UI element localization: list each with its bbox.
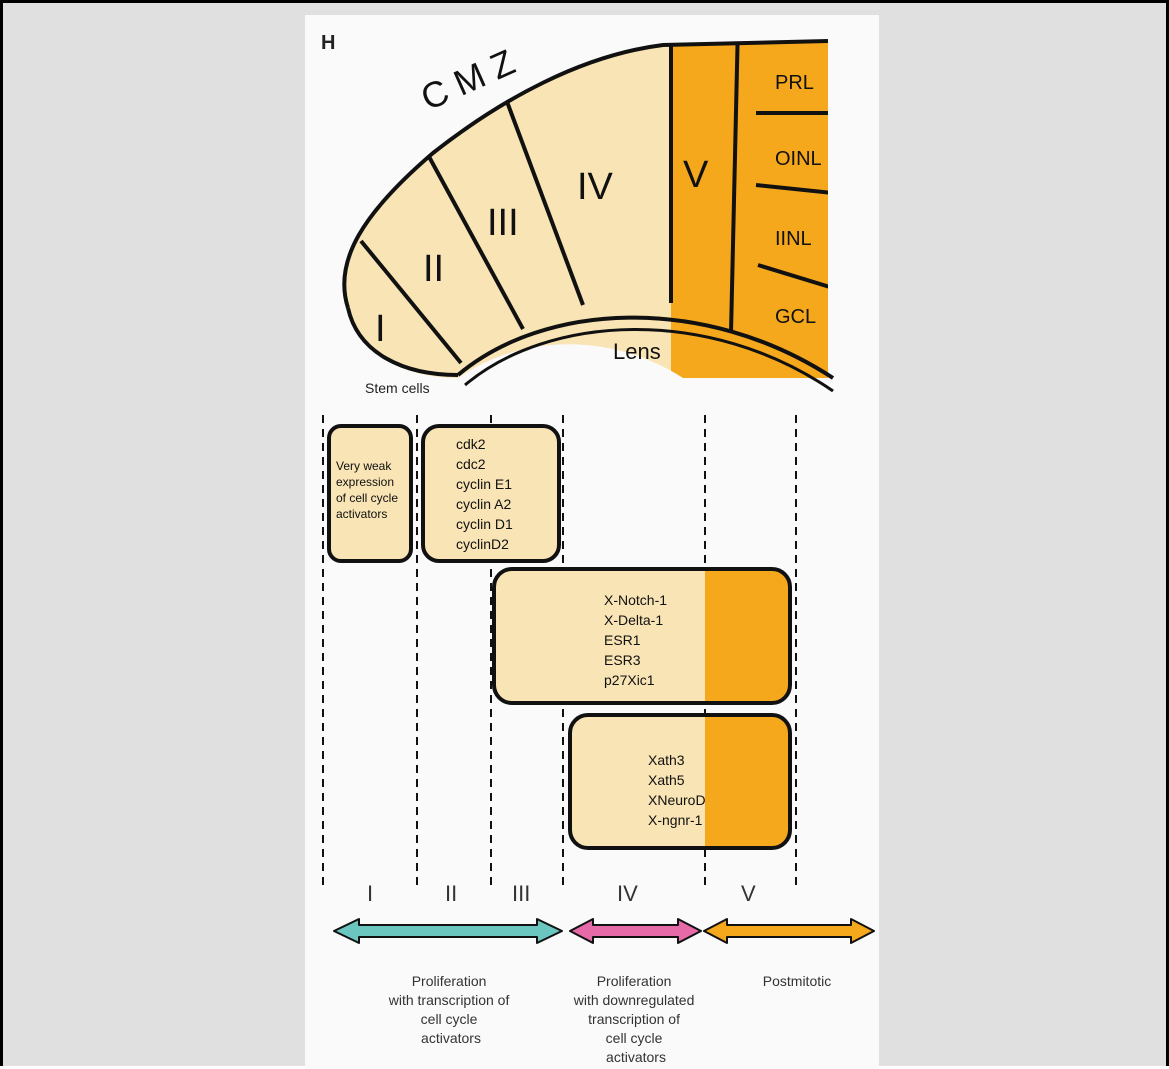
notch-line: X-Delta-1 [604, 612, 663, 628]
cyclin-line: cdk2 [456, 436, 486, 452]
weak-line: Very weak [336, 459, 392, 473]
xath-line: X-ngnr-1 [648, 812, 703, 828]
layer-divider-2 [755, 183, 828, 195]
phase-postmitotic: Postmitotic [763, 973, 831, 989]
lens-label: Lens [613, 339, 661, 364]
arrow-proliferation [333, 918, 563, 944]
xath-line: XNeuroD [648, 792, 706, 808]
cmz-figure: H C M Z I II III IV V P [305, 15, 879, 1069]
phase-downregulated: Proliferation with downregulated transcr… [573, 973, 699, 1065]
cyclin-line: cyclin D1 [456, 516, 513, 532]
arrow-downregulated [569, 918, 702, 944]
divider-ii-iii [425, 152, 525, 330]
layer-label-prl: PRL [775, 72, 814, 94]
svg-text:Very weak expression: Very weak expression of cell cycle activ… [336, 459, 401, 521]
bottom-zone-ii: II [445, 881, 457, 906]
box-cyclins: cdk2 cdc2 cyclin E1 cyclin A2 cyclin D1 … [421, 424, 561, 563]
layer-label-iinl: IINL [775, 228, 812, 250]
zone-label-i: I [375, 308, 386, 350]
layer-label-gcl: GCL [775, 306, 816, 328]
svg-text:cdk2 cdc2 cyclin E: cdk2 cdc2 cyclin E1 cyclin A2 cyclin D1 … [456, 436, 517, 552]
eye-outline [342, 39, 829, 309]
svg-text:X-Notch-1 X-Delta-1: X-Notch-1 X-Delta-1 ESR1 ESR3 p27Xic1 [604, 592, 671, 688]
cyclin-line: cyclinD2 [456, 536, 509, 552]
bottom-zone-i: I [367, 881, 373, 906]
xath-line: Xath5 [648, 772, 685, 788]
lens-arc-outer [456, 315, 835, 380]
zone-label-iii: III [487, 202, 519, 244]
panel-label: H [321, 32, 335, 54]
cyclin-line: cyclin E1 [456, 476, 512, 492]
cyclin-line: cdc2 [456, 456, 486, 472]
stem-cells-label: Stem cells [365, 380, 430, 396]
notch-line: ESR1 [604, 632, 641, 648]
bottom-zone-labels: I II III IV V [367, 881, 756, 906]
phase-proliferation: Proliferation with transcription of cell… [388, 973, 514, 1046]
divider-iii-iv [501, 90, 585, 306]
zone-label-iv: IV [577, 166, 614, 208]
bottom-zone-iii: III [512, 881, 530, 906]
eye-outline-bottom [346, 307, 459, 377]
bottom-zone-v: V [741, 881, 756, 906]
divider-i-ii [359, 239, 463, 365]
notch-line: ESR3 [604, 652, 641, 668]
weak-line: expression [336, 475, 394, 489]
svg-text:Xath3 Xath5 XNeuro: Xath3 Xath5 XNeuroD X-ngnr-1 [648, 752, 709, 828]
bottom-zone-iv: IV [617, 881, 638, 906]
cyclin-line: cyclin A2 [456, 496, 511, 512]
arrow-postmitotic [703, 918, 875, 944]
layer-divider-3 [757, 263, 828, 290]
lens-arc-inner [464, 328, 834, 393]
zone-label-v: V [683, 154, 709, 196]
weak-line: of cell cycle [336, 491, 398, 505]
divider-v-layers [729, 41, 740, 334]
zone-label-ii: II [423, 248, 444, 290]
notch-line: X-Notch-1 [604, 592, 667, 608]
xath-line: Xath3 [648, 752, 685, 768]
layer-label-oinl: OINL [775, 148, 822, 170]
box-notch: X-Notch-1 X-Delta-1 ESR1 ESR3 p27Xic1 [492, 567, 792, 705]
box-weak-expression: Very weak expression of cell cycle activ… [327, 424, 413, 563]
box-xath: Xath3 Xath5 XNeuroD X-ngnr-1 [568, 713, 792, 850]
weak-line: activators [336, 507, 387, 521]
notch-line: p27Xic1 [604, 672, 655, 688]
